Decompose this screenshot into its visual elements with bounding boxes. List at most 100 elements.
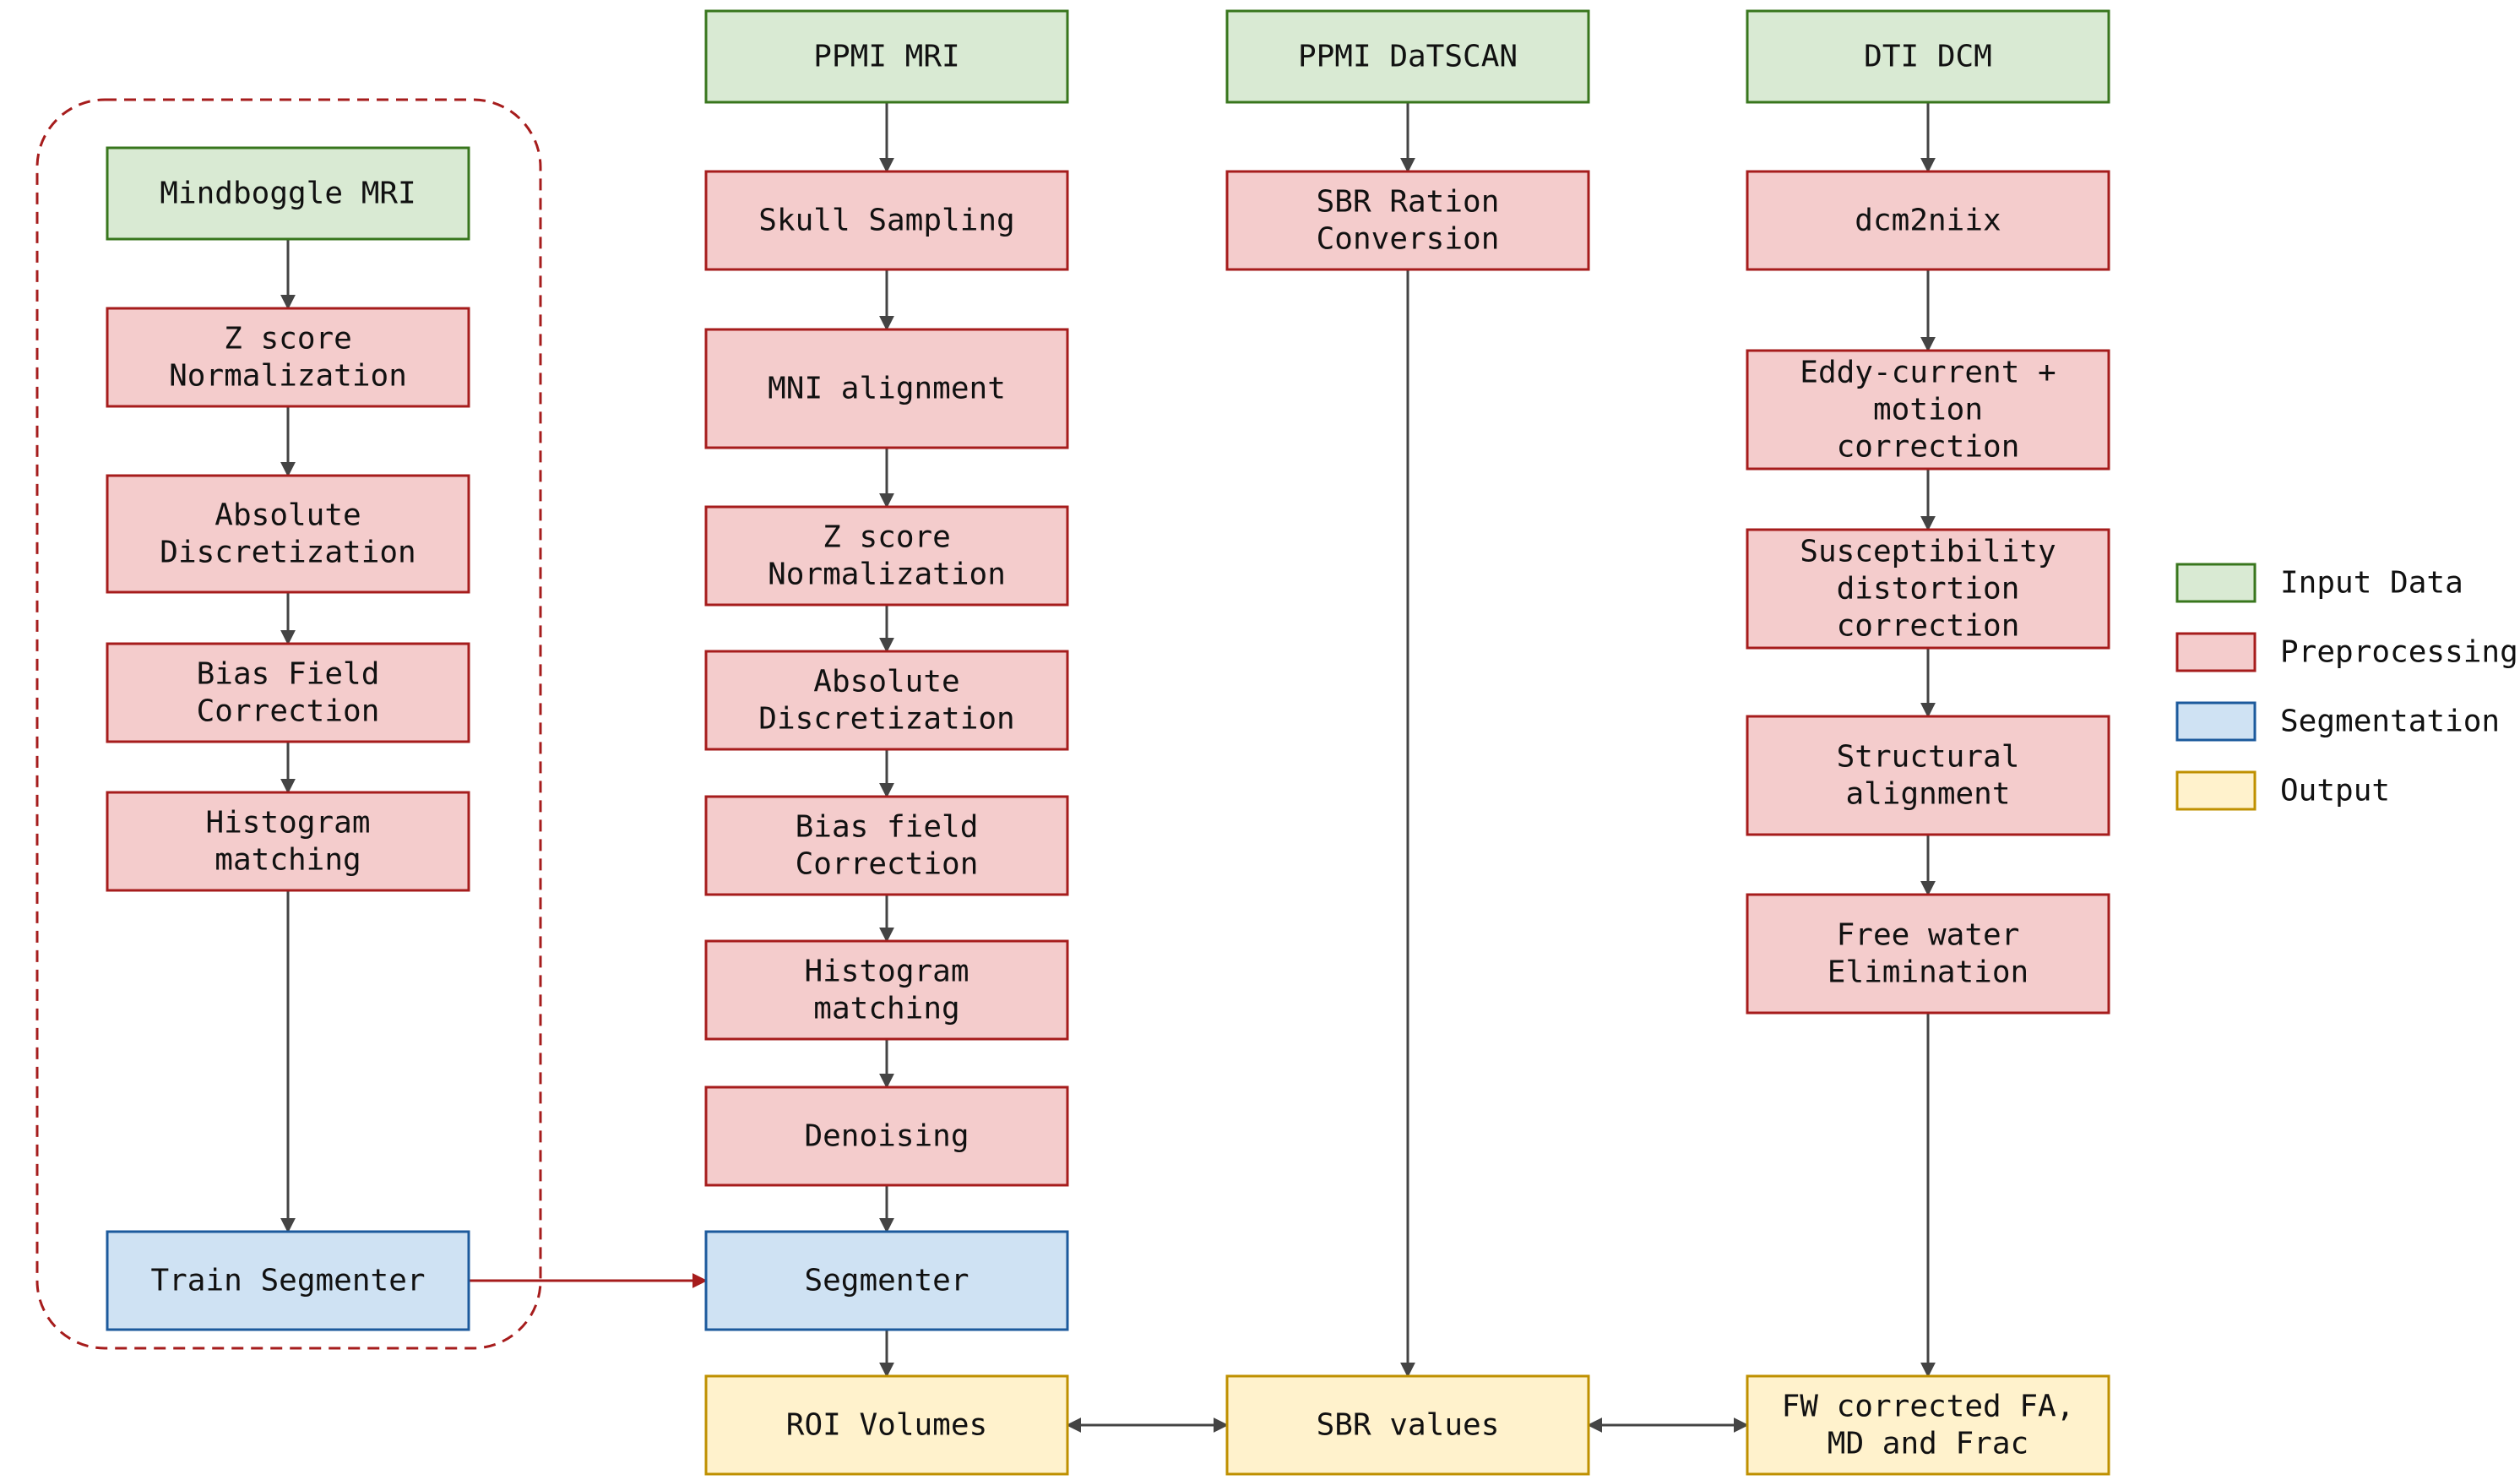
segmenter-box	[704, 1230, 1069, 1331]
fw-corrected-label: FW corrected FA,	[1782, 1390, 2075, 1424]
sbr-values-box	[1225, 1374, 1590, 1476]
pp-hist-box	[704, 939, 1069, 1041]
mb-absdisc-label: Absolute	[215, 498, 361, 533]
ppmi-datscan-label: PPMI DaTSCAN	[1298, 40, 1518, 74]
legend-label-segmentation: Segmentation	[2280, 705, 2500, 739]
mb-zscore-label: Z score	[224, 322, 352, 356]
pp-hist-label: matching	[813, 992, 959, 1026]
train-segmenter-box	[106, 1230, 470, 1331]
pp-bias-label: Correction	[796, 847, 979, 882]
skull-sampling-node: Skull Sampling	[704, 170, 1069, 271]
fw-corrected-box	[1746, 1374, 2110, 1476]
sbr-conversion-label: SBR Ration	[1317, 185, 1500, 220]
dti-dcm-box	[1746, 9, 2110, 104]
mindboggle-mri-node: Mindboggle MRI	[106, 146, 470, 241]
dcm2niix-label: dcm2niix	[1855, 204, 2001, 238]
pp-absdisc-label: Discretization	[758, 702, 1014, 737]
pp-bias-box	[704, 795, 1069, 896]
fw-corrected-label: MD and Frac	[1828, 1427, 2028, 1461]
mindboggle-mri-label: Mindboggle MRI	[160, 177, 415, 211]
dcm2niix-box	[1746, 170, 2110, 271]
roi-volumes-label: ROI Volumes	[786, 1408, 987, 1443]
pp-bias-label: Bias field	[796, 810, 979, 845]
denoising-node: Denoising	[704, 1086, 1069, 1187]
structural-alignment-label: Structural	[1837, 740, 2020, 775]
dcm2niix-node: dcm2niix	[1746, 170, 2110, 271]
legend-item-segmentation: Segmentation	[2175, 701, 2500, 742]
ppmi-datscan-box	[1225, 9, 1590, 104]
segmenter-node: Segmenter	[704, 1230, 1069, 1331]
train-segmenter-node: Train Segmenter	[106, 1230, 470, 1331]
susceptibility-label: correction	[1837, 609, 2020, 644]
sbr-values-node: SBR values	[1225, 1374, 1590, 1476]
dti-dcm-node: DTI DCM	[1746, 9, 2110, 104]
legend-item-output: Output	[2175, 770, 2390, 811]
skull-sampling-box	[704, 170, 1069, 271]
free-water-label: Elimination	[1828, 955, 2028, 990]
denoising-box	[704, 1086, 1069, 1187]
mb-hist-label: matching	[215, 843, 361, 878]
mni-alignment-box	[704, 328, 1069, 449]
mb-zscore-box	[106, 307, 470, 408]
roi-volumes-box	[704, 1374, 1069, 1476]
ppmi-datscan-node: PPMI DaTSCAN	[1225, 9, 1590, 104]
segmenter-label: Segmenter	[804, 1264, 969, 1298]
free-water-label: Free water	[1837, 918, 2020, 953]
eddy-current-label: motion	[1873, 393, 1983, 427]
edges-layer	[280, 102, 1936, 1433]
susceptibility-box	[1746, 528, 2110, 650]
mindboggle-mri-box	[106, 146, 470, 241]
pp-zscore-box	[704, 505, 1069, 607]
mb-hist-label: Histogram	[205, 806, 370, 841]
mb-bias-box	[106, 642, 470, 743]
susceptibility-label: Susceptibility	[1800, 535, 2056, 569]
structural-alignment-box	[1746, 715, 2110, 836]
ppmi-mri-label: PPMI MRI	[813, 40, 959, 74]
mindboggle-training-group	[35, 98, 542, 1350]
mb-bias-label: Bias Field	[197, 657, 380, 692]
ppmi-mri-box	[704, 9, 1069, 104]
legend: Input DataPreprocessingSegmentationOutpu…	[2175, 563, 2518, 811]
legend-swatch-output	[2175, 770, 2257, 811]
legend-swatch-input	[2175, 563, 2257, 603]
sbr-conversion-label: Conversion	[1317, 222, 1500, 257]
legend-label-output: Output	[2280, 774, 2390, 808]
mni-alignment-node: MNI alignment	[704, 328, 1069, 449]
free-water-box	[1746, 893, 2110, 1015]
roi-volumes-node: ROI Volumes	[704, 1374, 1069, 1476]
mb-zscore-label: Normalization	[169, 359, 407, 394]
pp-absdisc-box	[704, 650, 1069, 751]
sbr-values-label: SBR values	[1317, 1408, 1500, 1443]
legend-swatch-preprocessing	[2175, 632, 2257, 672]
pp-zscore-label: Z score	[823, 520, 951, 555]
eddy-current-label: Eddy-current +	[1800, 356, 2056, 390]
legend-label-preprocessing: Preprocessing	[2280, 635, 2518, 670]
train-segmenter-label: Train Segmenter	[150, 1264, 425, 1298]
pp-hist-label: Histogram	[804, 955, 969, 989]
mb-absdisc-box	[106, 474, 470, 594]
mb-bias-label: Correction	[197, 694, 380, 729]
denoising-label: Denoising	[804, 1119, 969, 1154]
eddy-current-box	[1746, 349, 2110, 471]
legend-item-preprocessing: Preprocessing	[2175, 632, 2518, 672]
structural-alignment-label: alignment	[1845, 777, 2010, 812]
mb-hist-box	[106, 791, 470, 892]
susceptibility-label: distortion	[1837, 572, 2020, 607]
dti-dcm-label: DTI DCM	[1864, 40, 1992, 74]
sbr-conversion-box	[1225, 170, 1590, 271]
mni-alignment-label: MNI alignment	[768, 372, 1006, 406]
mb-absdisc-label: Discretization	[160, 536, 415, 570]
